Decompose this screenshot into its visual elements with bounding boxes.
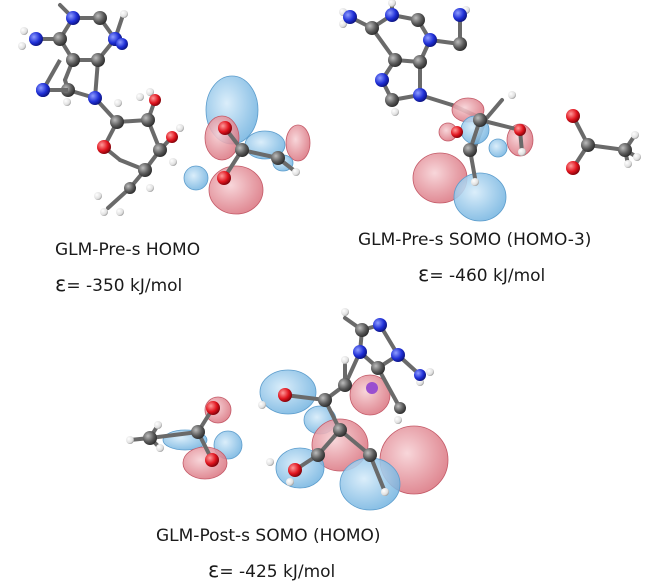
panel-2-epsilon-symbol: ε bbox=[418, 262, 430, 286]
panel-2-energy: ε= -460 kJ/mol bbox=[358, 262, 638, 286]
panel-3-caption: GLM-Post-s SOMO (HOMO) ε= -425 kJ/mol bbox=[156, 526, 436, 582]
panel-2-acetate bbox=[566, 109, 641, 175]
panel-3-title: GLM-Post-s SOMO (HOMO) bbox=[156, 526, 381, 546]
panel-3-energy-value: = -425 kJ/mol bbox=[219, 562, 336, 582]
panel-2-caption: GLM-Pre-s SOMO (HOMO-3) ε= -460 kJ/mol bbox=[358, 230, 638, 286]
panel-3-orbital-right bbox=[258, 308, 449, 511]
panel-2-orbital bbox=[412, 97, 534, 222]
panel-1-energy: ε= -350 kJ/mol bbox=[55, 272, 245, 296]
panel-3-epsilon-symbol: ε bbox=[208, 558, 220, 582]
panel-1-energy-value: = -350 kJ/mol bbox=[66, 276, 183, 296]
panel-1-orbital bbox=[183, 75, 311, 215]
panel-2-energy-value: = -460 kJ/mol bbox=[429, 266, 546, 286]
panel-1-epsilon-symbol: ε bbox=[55, 272, 67, 296]
panel-2-molecule bbox=[339, 0, 516, 157]
panel-1-title: GLM-Pre-s HOMO bbox=[55, 240, 201, 260]
panel-2-title: GLM-Pre-s SOMO (HOMO-3) bbox=[358, 230, 592, 250]
panel-1-caption: GLM-Pre-s HOMO ε= -350 kJ/mol bbox=[55, 240, 245, 296]
panel-3-energy: ε= -425 kJ/mol bbox=[156, 558, 436, 582]
panel-1-molecule bbox=[18, 3, 184, 216]
panel-3-orbital-left bbox=[126, 396, 243, 480]
